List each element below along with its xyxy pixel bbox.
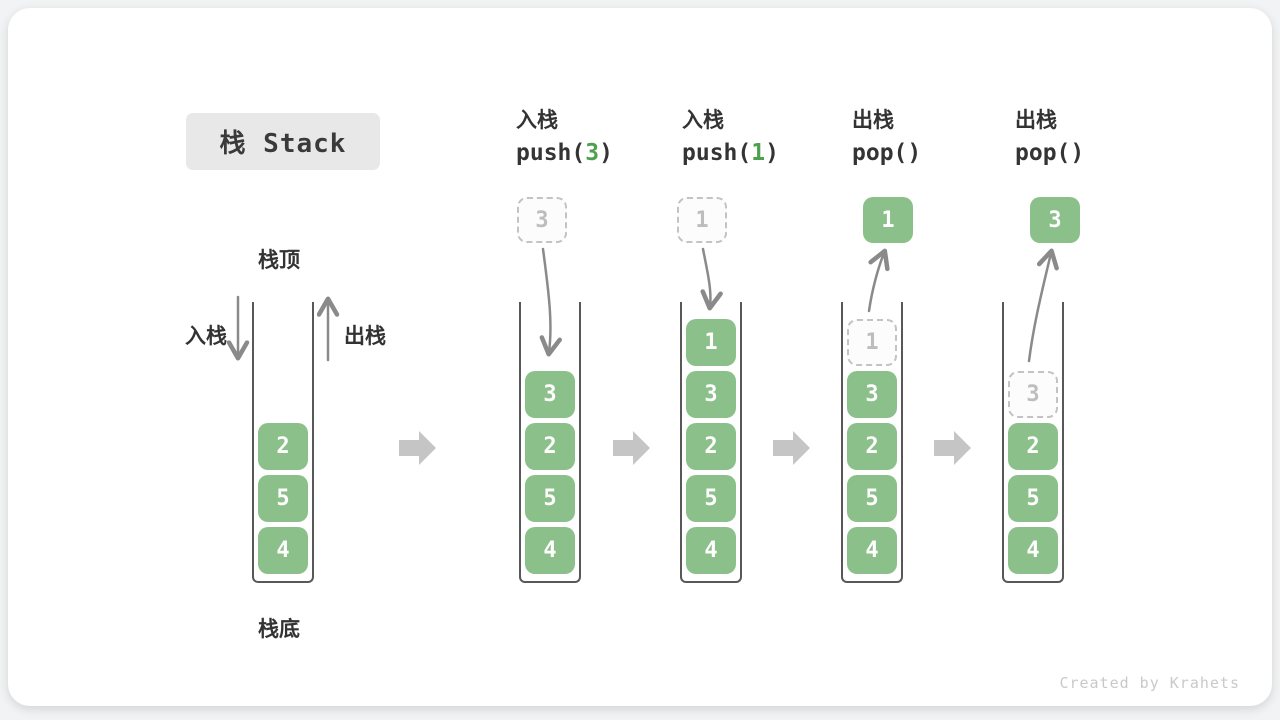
push-side-label: 入栈: [185, 324, 227, 348]
stack-item: 4: [525, 527, 575, 574]
op-code-post: ): [765, 140, 779, 166]
stack-item: 5: [1008, 475, 1058, 522]
stack-item: 4: [258, 527, 308, 574]
op-code-pre: pop(: [1015, 140, 1071, 166]
op-header-push-3: 入栈 push(3): [516, 106, 613, 166]
stack-item: 5: [525, 475, 575, 522]
op-cn-label: 入栈: [516, 108, 558, 132]
stack-container-push-1: [680, 302, 742, 583]
op-code-post: ): [1070, 140, 1085, 166]
stack-item: 3: [686, 371, 736, 418]
op-code-pre: pop(: [852, 140, 908, 166]
op-code-pre: push(: [516, 140, 586, 166]
op-cn-label: 入栈: [682, 108, 724, 132]
stack-item: 1: [686, 319, 736, 366]
stack-top-label: 栈顶: [258, 248, 300, 272]
flow-arrow-icon: [934, 431, 971, 465]
stack-container-initial: [252, 302, 314, 583]
op-code-arg: 1: [751, 140, 766, 166]
op-cn-label: 出栈: [852, 108, 894, 132]
op-code-label: push(3): [516, 140, 613, 166]
stack-item: 4: [847, 527, 897, 574]
stack-item: 2: [847, 423, 897, 470]
pushed-value-box: 3: [517, 197, 567, 243]
stack-container-pop-1: [841, 302, 903, 583]
stack-item-ghost: 1: [847, 319, 897, 366]
op-header-pop-1: 出栈 pop(): [852, 106, 921, 166]
flow-arrow-icon: [773, 431, 810, 465]
op-code-label: pop(): [852, 140, 921, 166]
op-cn-label: 出栈: [1015, 108, 1057, 132]
stack-item: 2: [686, 423, 736, 470]
stack-item: 2: [1008, 423, 1058, 470]
stack-item: 3: [847, 371, 897, 418]
stack-item: 5: [686, 475, 736, 522]
stack-item: 2: [258, 423, 308, 470]
op-header-pop-3: 出栈 pop(): [1015, 106, 1084, 166]
flow-arrow-icon: [613, 431, 650, 465]
stack-item: 2: [525, 423, 575, 470]
stack-item-ghost: 3: [1008, 371, 1058, 418]
flow-arrow-icon: [399, 431, 436, 465]
op-code-post: ): [907, 140, 922, 166]
op-code-pre: push(: [682, 140, 752, 166]
op-code-post: ): [599, 140, 613, 166]
popped-value-box: 1: [863, 197, 913, 243]
stack-item: 4: [686, 527, 736, 574]
watermark: Created by Krahets: [1059, 674, 1240, 692]
pushed-value-box: 1: [677, 197, 727, 243]
stack-container-pop-3: [1002, 302, 1064, 583]
op-code-arg: 3: [585, 140, 600, 166]
op-header-push-1: 入栈 push(1): [682, 106, 779, 166]
diagram-title: 栈 Stack: [186, 113, 380, 170]
pop-side-label: 出栈: [344, 324, 386, 348]
stack-item: 4: [1008, 527, 1058, 574]
stack-item: 5: [847, 475, 897, 522]
popped-value-box: 3: [1030, 197, 1080, 243]
stack-bottom-label: 栈底: [258, 617, 300, 641]
op-code-label: push(1): [682, 140, 779, 166]
stack-container-push-3: [519, 302, 581, 583]
stack-item: 3: [525, 371, 575, 418]
stack-item: 5: [258, 475, 308, 522]
op-code-label: pop(): [1015, 140, 1084, 166]
